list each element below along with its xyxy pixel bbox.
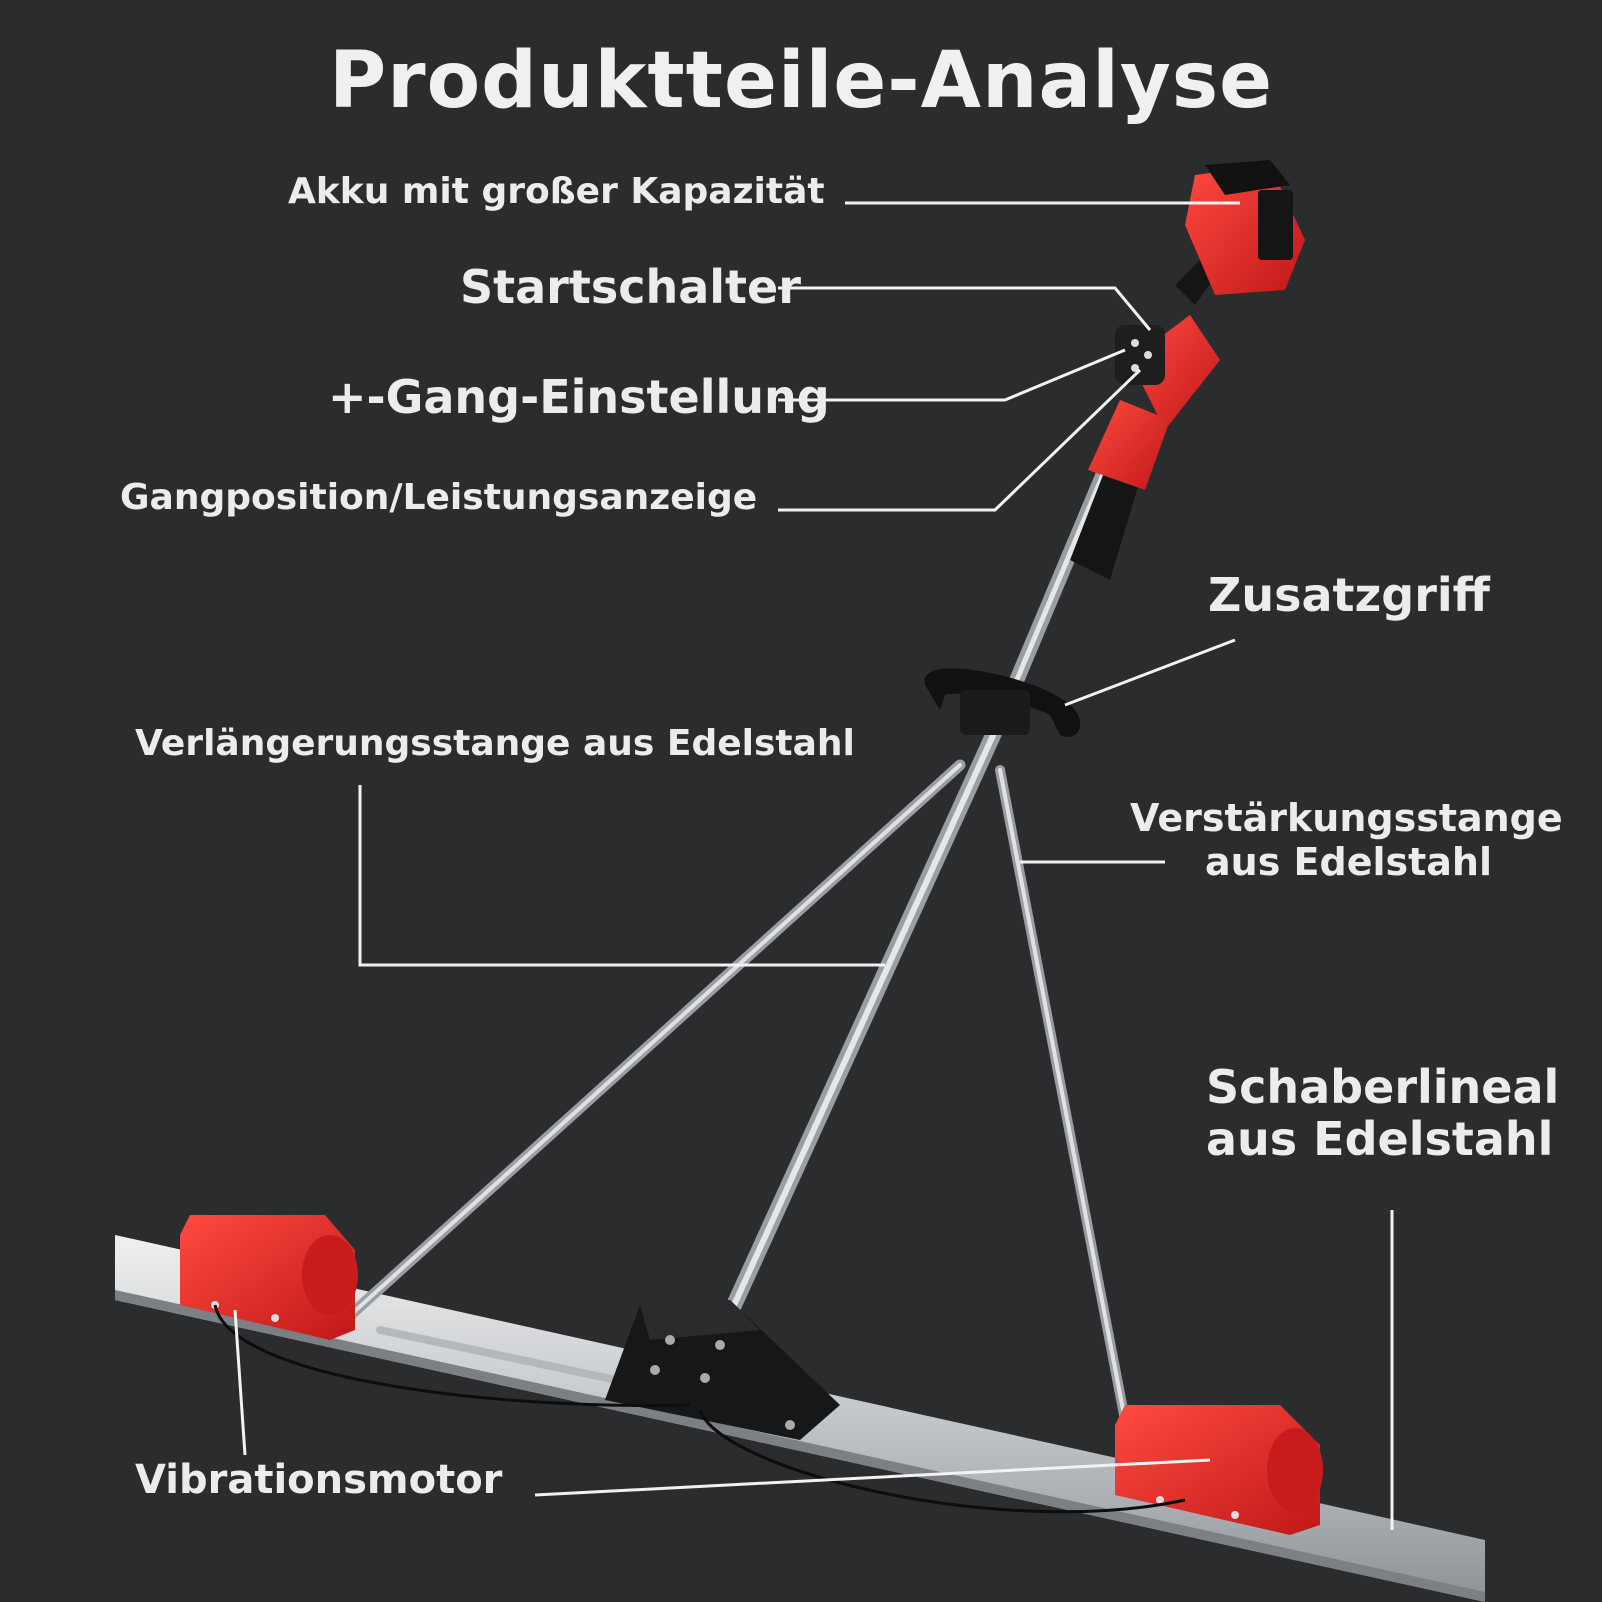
battery-pack (1185, 160, 1305, 295)
center-bracket (605, 1300, 840, 1440)
label-verstaerkungsstange-line1: Verstärkungsstange (1130, 796, 1563, 840)
leader-verlaengerung (358, 785, 885, 967)
label-gang-einstellung: +-Gang-Einstellung (328, 370, 830, 424)
label-verstaerkungsstange-line2: aus Edelstahl (1205, 840, 1493, 884)
vibration-motor-left (180, 1215, 358, 1340)
leader-gangposition (778, 368, 1142, 512)
leader-vibrationsmotor-right (534, 1458, 1211, 1497)
label-schaberlineal-line1: Schaberlineal (1206, 1060, 1560, 1114)
auxiliary-handle (924, 668, 1081, 737)
leader-gang-einstellung (778, 348, 1126, 402)
leader-zusatzgriff (1064, 638, 1236, 707)
label-zusatzgriff: Zusatzgriff (1208, 568, 1490, 622)
steel-rods (339, 462, 1130, 1425)
leader-vibrationsmotor-left (233, 1309, 247, 1456)
leader-lines (233, 201, 1394, 1530)
page-title: Produktteile-Analyse (328, 36, 1274, 126)
label-schaberlineal-line2: aus Edelstahl (1206, 1112, 1554, 1166)
label-akku: Akku mit großer Kapazität (288, 171, 825, 212)
tool-body (1070, 255, 1220, 580)
label-verlaengerungsstange: Verlängerungsstange aus Edelstahl (135, 723, 855, 764)
leader-startschalter (778, 286, 1152, 331)
label-gangposition: Gangposition/Leistungsanzeige (120, 477, 758, 518)
label-vibrationsmotor: Vibrationsmotor (135, 1457, 503, 1503)
label-startschalter: Startschalter (460, 260, 801, 314)
